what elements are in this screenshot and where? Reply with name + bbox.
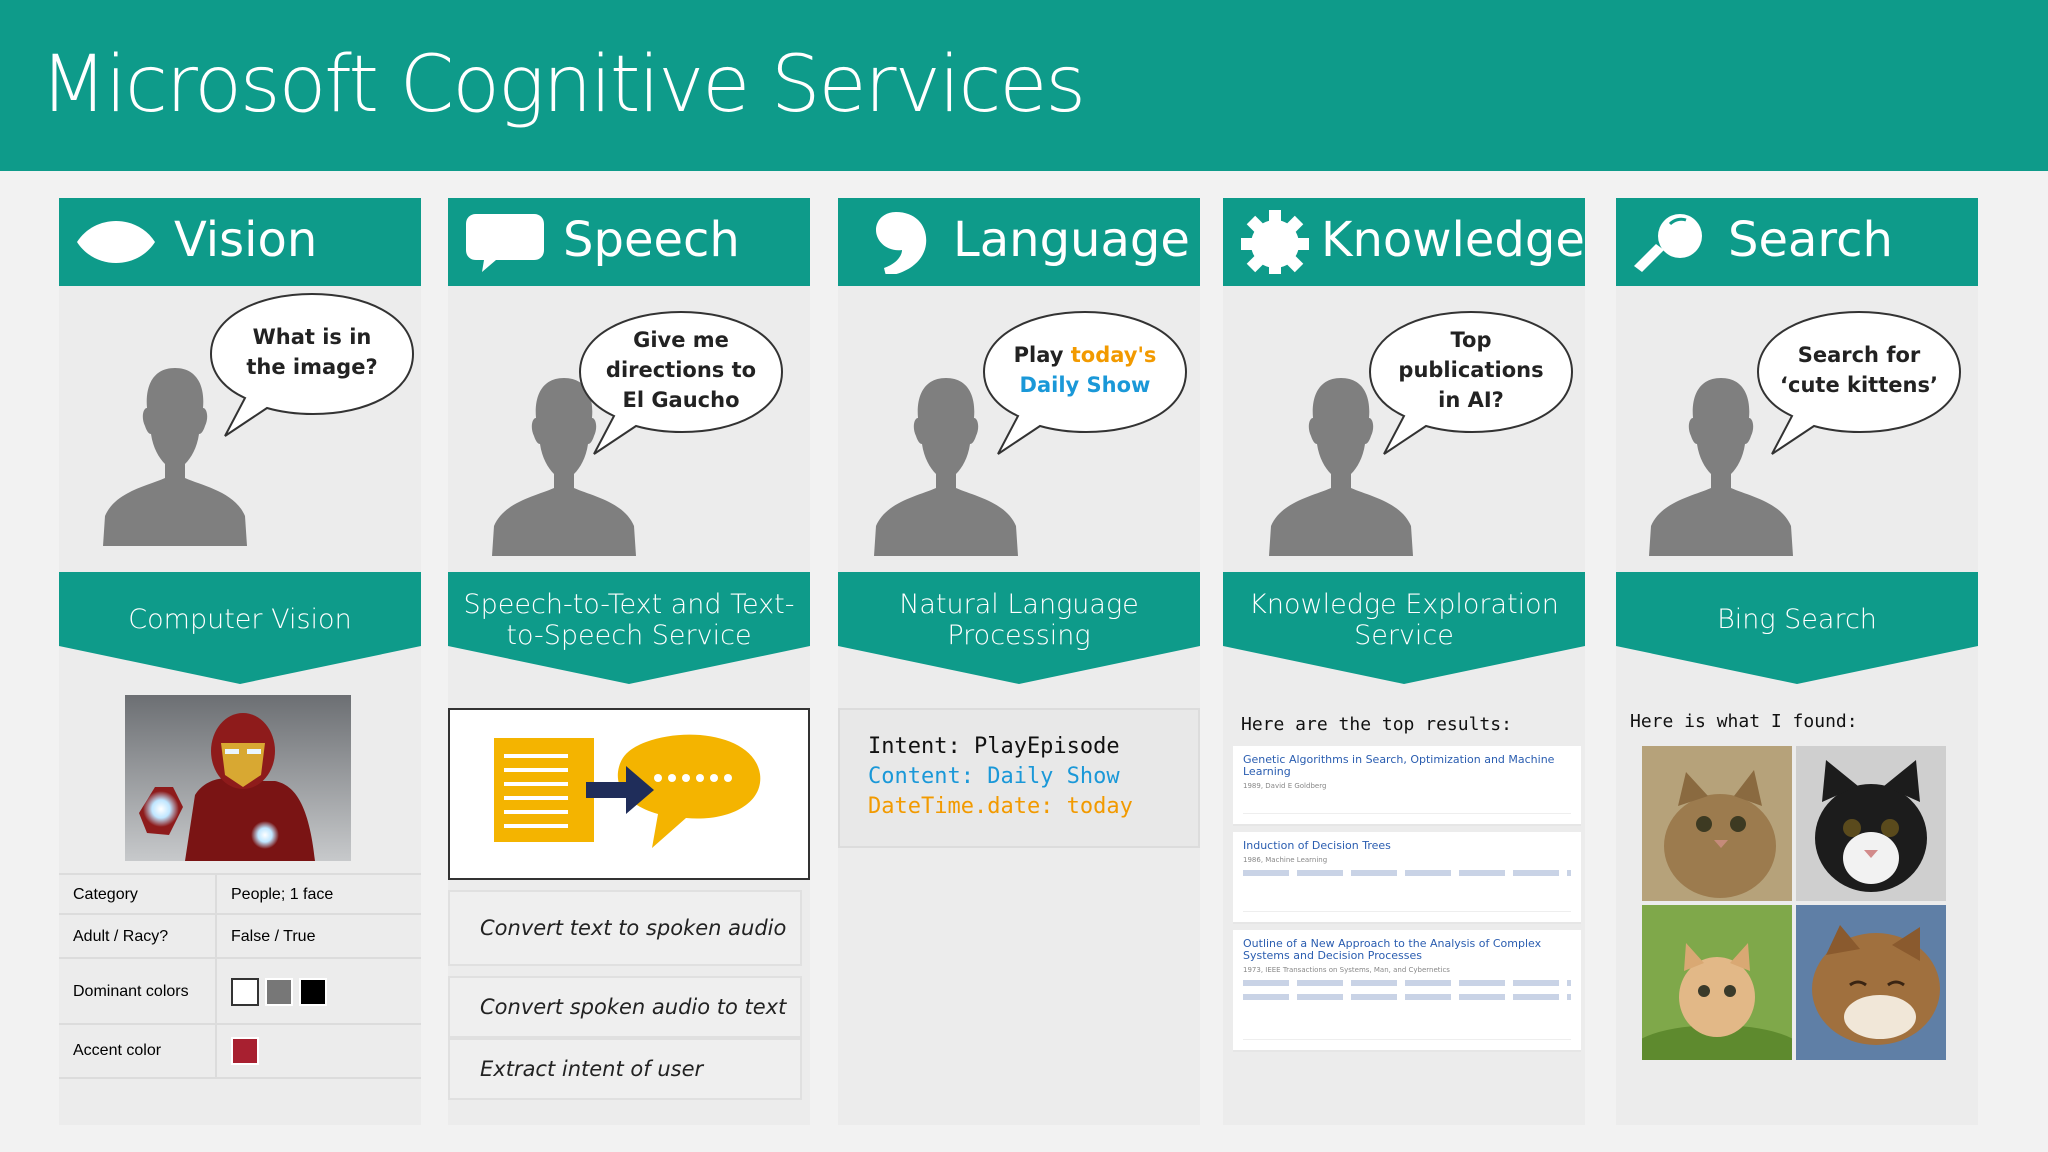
speech-bubble-icon <box>466 214 544 272</box>
vision-column: Vision What is in the image? Computer Vis… <box>59 198 421 1125</box>
publication-title[interactable]: Induction of Decision Trees <box>1243 839 1391 852</box>
publication-title[interactable]: Outline of a New Approach to the Analysi… <box>1243 937 1542 962</box>
intent-output: Intent: PlayEpisode Content: Daily Show … <box>838 708 1200 848</box>
bubble-line: El Gaucho <box>622 388 740 412</box>
language-tab[interactable]: Language <box>838 198 1200 286</box>
vision-tab-label: Vision <box>174 212 318 268</box>
speech-tab-label: Speech <box>563 212 740 268</box>
content-entity-line: Content: Daily Show <box>868 764 1120 789</box>
search-service-banner: Bing Search <box>1616 572 1978 684</box>
color-swatch <box>265 978 293 1006</box>
person-silhouette-icon <box>1269 378 1413 556</box>
page-title: Microsoft Cognitive Services <box>40 40 1086 130</box>
armor-suit-image <box>125 695 351 861</box>
eye-icon <box>77 221 155 263</box>
speech-bubble: What is in the image? <box>207 290 417 440</box>
knowledge-column: Knowledge Top publications in AI? Knowledg… <box>1223 198 1585 1125</box>
publication-title[interactable]: Genetic Algorithms in Search, Optimizati… <box>1243 753 1555 778</box>
results-heading: Here are the top results: <box>1241 714 1512 735</box>
person-silhouette-icon <box>1649 378 1793 556</box>
vision-table-row: Dominant colors <box>59 957 421 1025</box>
bubble-line: Search for <box>1797 343 1921 367</box>
publication-result[interactable]: Induction of Decision Trees 1986, Machin… <box>1233 832 1581 924</box>
person-silhouette-icon <box>103 368 247 546</box>
speech-bubble: Give me directions to El Gaucho <box>576 308 786 458</box>
vision-table-row: Adult / Racy? False / True <box>59 913 421 959</box>
speech-service-name: Speech-to-Text and Text- <box>463 588 795 620</box>
list-item: Extract intent of user <box>448 1038 802 1100</box>
publication-result[interactable]: Outline of a New Approach to the Analysi… <box>1233 930 1581 1052</box>
speech-service-banner: Speech-to-Text and Text-to-Speech Servic… <box>448 572 810 684</box>
comma-icon <box>876 212 927 274</box>
search-service-name: Bing Search <box>1717 604 1877 635</box>
knowledge-tab-label: Knowledge <box>1321 212 1585 268</box>
knowledge-service-name: Knowledge Exploration <box>1249 588 1559 620</box>
results-heading: Here is what I found: <box>1630 711 1858 732</box>
speech-tab[interactable]: Speech <box>448 198 810 286</box>
intent-line: Intent: PlayEpisode <box>868 734 1120 759</box>
gear-icon <box>1241 210 1309 274</box>
vision-table-row: Accent color <box>59 1023 421 1079</box>
publication-meta: 1986, Machine Learning <box>1243 856 1328 864</box>
bubble-line: ‘cute kittens’ <box>1780 373 1938 397</box>
document-to-speech-icon <box>494 734 761 848</box>
datetime-entity-line: DateTime.date: today <box>868 794 1133 819</box>
bubble-line: in AI? <box>1438 388 1504 412</box>
bubble-line: Give me <box>633 328 729 352</box>
dominant-color-swatches <box>217 978 333 1006</box>
text-to-speech-illustration <box>448 708 810 880</box>
color-swatch <box>231 978 259 1006</box>
highlighted-show-name: Daily Show <box>1019 373 1151 397</box>
bubble-line: What is in <box>252 325 372 349</box>
kitten-image[interactable] <box>1796 746 1946 901</box>
color-swatch <box>299 978 327 1006</box>
vision-table-row: Category People; 1 face <box>59 873 421 915</box>
person-silhouette-icon <box>874 378 1018 556</box>
magnifier-icon <box>1634 214 1702 272</box>
language-service-name: Natural Language <box>899 588 1139 620</box>
speech-column: Speech Give me directions to El Gaucho Spe… <box>448 198 810 1125</box>
person-silhouette-icon <box>492 378 636 556</box>
knowledge-service-name: Service <box>1354 619 1454 651</box>
vision-tab[interactable]: Vision <box>59 198 421 286</box>
language-service-name: Processing <box>947 619 1091 651</box>
vision-service-banner: Computer Vision <box>59 572 421 684</box>
search-tab[interactable]: Search <box>1616 198 1978 286</box>
speech-bubble: Search for ‘cute kittens’ <box>1754 308 1964 458</box>
kitten-image[interactable] <box>1796 905 1946 1060</box>
search-tab-label: Search <box>1728 212 1893 268</box>
list-item: Convert text to spoken audio <box>448 890 802 966</box>
bubble-line: the image? <box>246 355 378 379</box>
vision-service-name: Computer Vision <box>128 604 352 635</box>
publication-meta: 1989, David E Goldberg <box>1243 782 1327 790</box>
bubble-word: Play <box>1013 343 1071 367</box>
search-column: Search Search for ‘cute kittens’ Bing Sea… <box>1616 198 1978 1125</box>
list-item: Convert spoken audio to text <box>448 976 802 1038</box>
knowledge-tab[interactable]: Knowledge <box>1223 198 1585 286</box>
highlighted-date-word: today's <box>1070 343 1157 367</box>
publication-result[interactable]: Genetic Algorithms in Search, Optimizati… <box>1233 746 1581 826</box>
bubble-line: directions to <box>605 358 757 382</box>
speech-bubble: Top publications in AI? <box>1366 308 1576 458</box>
speech-service-name: to-Speech Service <box>506 619 752 651</box>
kitten-image[interactable] <box>1642 746 1792 901</box>
publication-meta: 1973, IEEE Transactions on Systems, Man,… <box>1243 966 1450 974</box>
language-tab-label: Language <box>953 212 1190 268</box>
bubble-line: Top <box>1450 328 1492 352</box>
accent-color-swatch <box>231 1037 259 1065</box>
header-bar: Microsoft Cognitive Services <box>0 0 2048 171</box>
kitten-image[interactable] <box>1642 905 1792 1060</box>
bubble-line: publications <box>1398 358 1544 382</box>
